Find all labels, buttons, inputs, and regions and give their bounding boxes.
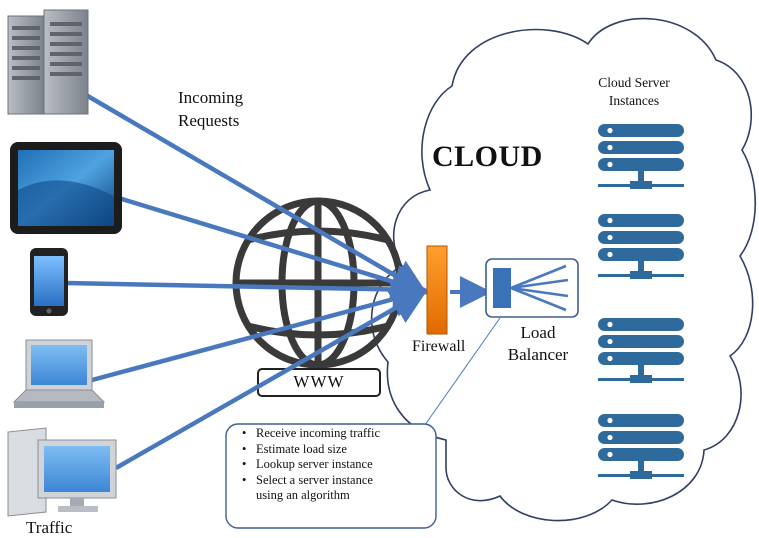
incoming-arrows (65, 86, 429, 470)
load-balancer-label: Load Balancer (507, 323, 569, 364)
server-instance-icon (598, 214, 684, 279)
steps-list: Receive incoming trafficEstimate load si… (236, 426, 432, 504)
traffic-label: Traffic (26, 518, 73, 537)
load-balancer-icon (485, 258, 579, 318)
callout-pointer (419, 317, 501, 433)
smartphone-icon (30, 248, 68, 316)
www-box (257, 368, 381, 397)
step-item: Select a server instance (236, 473, 432, 489)
firewall-icon (426, 245, 448, 335)
globe-icon (232, 197, 404, 369)
cloud-server-instances (598, 124, 684, 479)
laptop-icon (12, 339, 106, 408)
rack-server-icon (7, 9, 89, 115)
server-instance-icon (598, 318, 684, 383)
server-instance-icon (598, 124, 684, 189)
cloud-title: CLOUD (432, 140, 543, 173)
www-label: WWW (293, 372, 345, 391)
step-item: using an algorithm (256, 488, 350, 502)
step-item: Estimate load size (236, 442, 432, 458)
step-item: Lookup server instance (236, 457, 432, 473)
firewall-label: Firewall (412, 338, 466, 355)
server-instance-icon (598, 414, 684, 479)
tablet-icon (10, 142, 122, 234)
step-item: Receive incoming traffic (236, 426, 432, 442)
desktop-computer-icon (7, 427, 117, 517)
cloud-server-instances-label: Cloud Server Instances (598, 75, 670, 108)
incoming-requests-label: Incoming Requests (178, 88, 244, 130)
load-balancer-steps: Receive incoming trafficEstimate load si… (236, 426, 432, 504)
